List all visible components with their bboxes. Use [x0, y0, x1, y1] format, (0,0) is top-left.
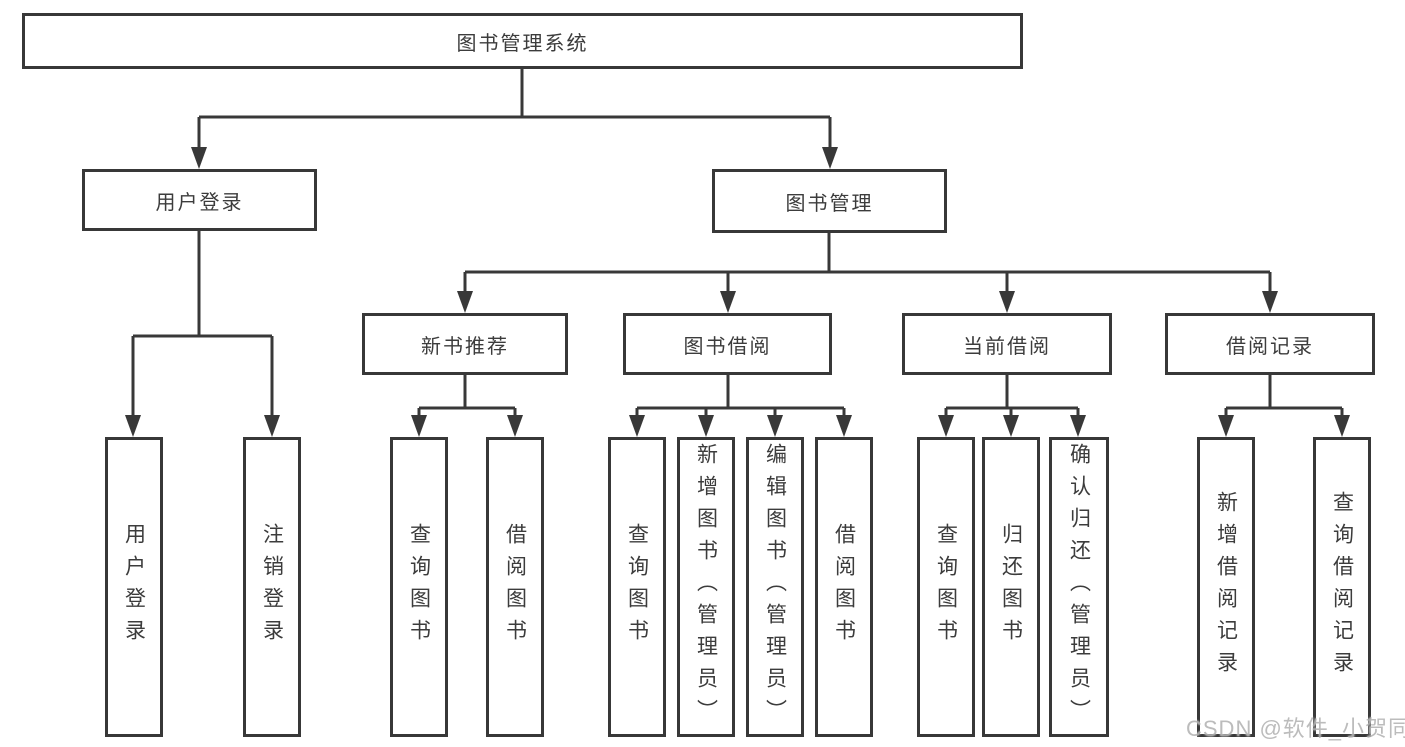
leaf-borrowing-query-books-label: 查询图书	[625, 523, 649, 651]
leaf-borrowing-borrow-books-label: 借阅图书	[832, 523, 856, 651]
node-new-book-recommend: 新书推荐	[362, 313, 568, 375]
node-root-system: 图书管理系统	[22, 13, 1023, 69]
leaf-recommend-query-books: 查询图书	[390, 437, 448, 737]
node-user-login-branch-label: 用户登录	[155, 191, 244, 214]
connector-strokes	[131, 69, 1344, 433]
leaf-recommend-borrow-books-label: 借阅图书	[503, 523, 527, 651]
leaf-borrowing-borrow-books: 借阅图书	[815, 437, 873, 737]
leaf-logout: 注销登录	[243, 437, 301, 737]
leaf-return-books-label: 归还图书	[999, 523, 1023, 651]
node-borrowing-records-label: 借阅记录	[1226, 335, 1314, 358]
leaf-current-query-books: 查询图书	[917, 437, 975, 737]
node-root-system-label: 图书管理系统	[456, 32, 589, 55]
node-book-borrowing: 图书借阅	[623, 313, 832, 375]
node-user-login-branch: 用户登录	[82, 169, 317, 231]
leaf-add-books-admin-label: 新增图书（管理员）	[694, 443, 718, 731]
leaf-edit-books-admin: 编辑图书（管理员）	[746, 437, 804, 737]
node-book-management-branch-label: 图书管理	[785, 192, 874, 215]
leaf-recommend-borrow-books: 借阅图书	[486, 437, 544, 737]
leaf-add-borrow-record-label: 新增借阅记录	[1214, 491, 1238, 683]
leaf-user-login-label: 用户登录	[122, 523, 146, 651]
leaf-borrowing-query-books: 查询图书	[608, 437, 666, 737]
leaf-return-books: 归还图书	[982, 437, 1040, 737]
leaf-current-query-books-label: 查询图书	[934, 523, 958, 651]
leaf-query-borrow-record: 查询借阅记录	[1313, 437, 1371, 737]
leaf-add-books-admin: 新增图书（管理员）	[677, 437, 735, 737]
leaf-add-borrow-record: 新增借阅记录	[1197, 437, 1255, 737]
arrowheads	[125, 147, 1350, 437]
node-book-borrowing-label: 图书借阅	[683, 335, 772, 358]
leaf-user-login: 用户登录	[105, 437, 163, 737]
node-current-borrowing: 当前借阅	[902, 313, 1112, 375]
leaf-recommend-query-books-label: 查询图书	[407, 523, 431, 651]
csdn-watermark: CSDN @软件_小贺同学	[1186, 716, 1405, 741]
leaf-edit-books-admin-label: 编辑图书（管理员）	[763, 443, 787, 731]
leaf-logout-label: 注销登录	[260, 523, 284, 651]
leaf-query-borrow-record-label: 查询借阅记录	[1330, 491, 1354, 683]
node-borrowing-records: 借阅记录	[1165, 313, 1375, 375]
node-book-management-branch: 图书管理	[712, 169, 947, 233]
node-new-book-recommend-label: 新书推荐	[421, 335, 509, 358]
leaf-confirm-return-admin: 确认归还（管理员）	[1049, 437, 1109, 737]
node-current-borrowing-label: 当前借阅	[963, 335, 1051, 358]
leaf-confirm-return-admin-label: 确认归还（管理员）	[1067, 443, 1091, 731]
